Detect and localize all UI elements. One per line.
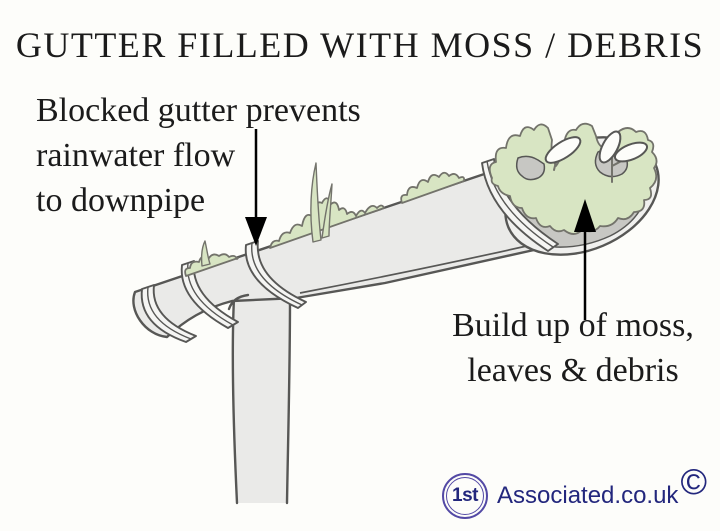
gutter-body bbox=[132, 162, 554, 339]
brand-logo: 1st Associated.co.uk © bbox=[442, 464, 707, 519]
downpipe-outlet-curve bbox=[227, 293, 250, 311]
down-arrow-icon bbox=[245, 129, 267, 246]
gutter-bracket-1 bbox=[140, 284, 197, 343]
logo-badge-text: 1st bbox=[452, 485, 478, 506]
logo-name: Associated.co.uk bbox=[497, 482, 679, 509]
leaves bbox=[544, 130, 649, 183]
grass-blade bbox=[310, 162, 322, 243]
leaf-icon bbox=[544, 136, 582, 164]
copyright-icon: © bbox=[680, 461, 707, 502]
annotation-moss-buildup: Build up of moss, leaves & debris bbox=[452, 307, 694, 389]
leaf-icon bbox=[598, 130, 622, 164]
logo-badge-inner-ring: 1st bbox=[446, 477, 484, 515]
logo-badge: 1st bbox=[442, 473, 488, 519]
downpipe bbox=[231, 296, 292, 505]
grass-blade bbox=[321, 183, 333, 239]
annotation-blocked-gutter: Blocked gutter prevents rainwater flow t… bbox=[36, 92, 361, 219]
gutter-bracket-3 bbox=[244, 240, 307, 309]
page-title: GUTTER FILLED WITH MOSS / DEBRIS bbox=[15, 25, 705, 65]
leaf-icon bbox=[613, 141, 649, 163]
up-arrow-icon bbox=[574, 199, 596, 320]
